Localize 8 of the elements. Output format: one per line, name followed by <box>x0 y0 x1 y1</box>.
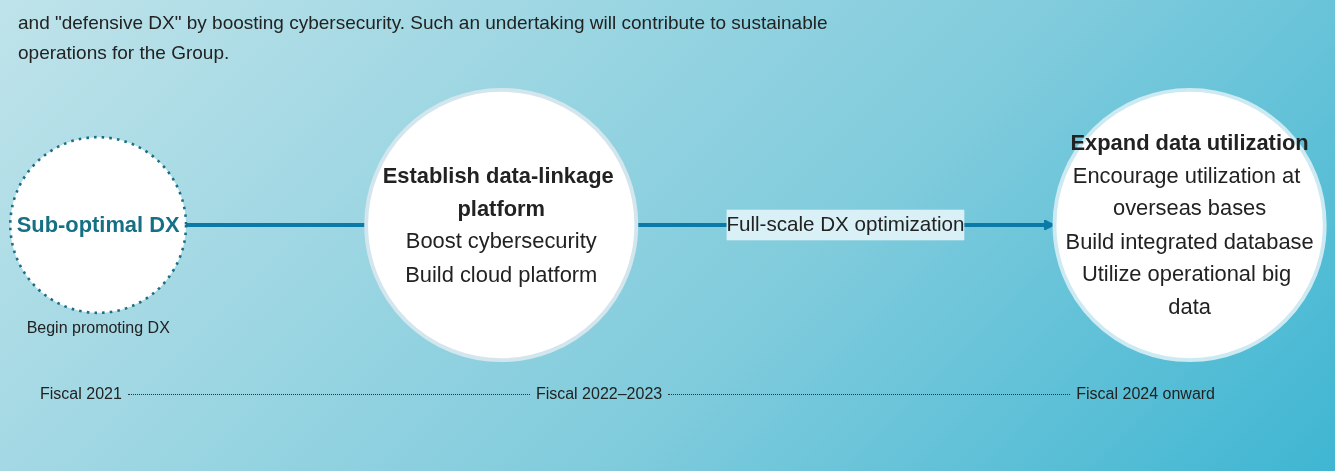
timeline-label: Fiscal 2022–2023 <box>535 385 663 403</box>
node-circle: Establish data-linkage platform Boost cybersecurity Build cloud platform <box>364 87 639 363</box>
node-circle: Sub-optimal DX <box>9 135 188 315</box>
timeline-label: Fiscal 2021 <box>40 385 122 403</box>
timeline-label: Fiscal 2024 onward <box>1076 385 1215 403</box>
node-caption: Begin promoting DX <box>26 318 170 337</box>
intro-paragraph: and "defensive DX" by boosting cybersecurity. Such an undertaking will contribute to sustainable operations for the Group. <box>18 11 829 65</box>
edge-label: Full-scale DX optimization <box>726 213 965 236</box>
